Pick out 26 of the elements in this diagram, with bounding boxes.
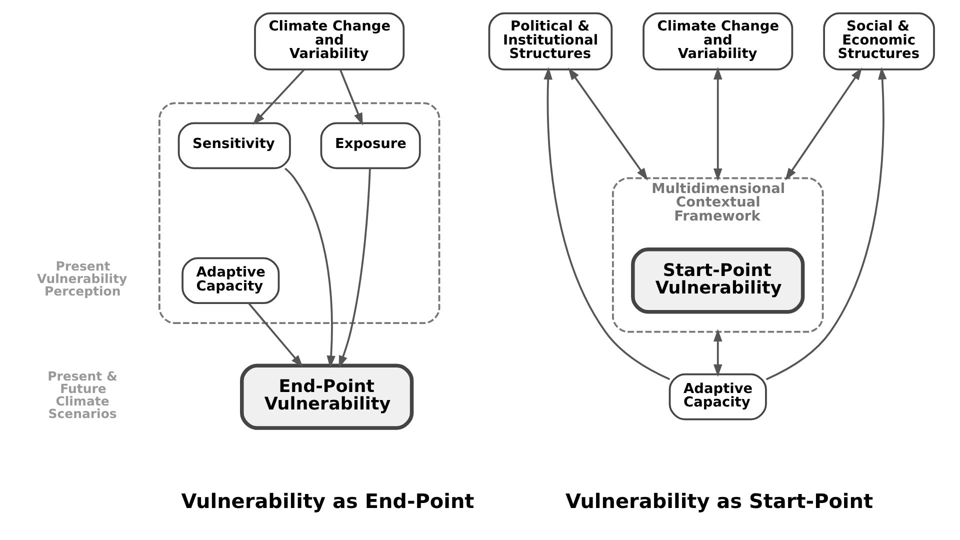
node-box: Climate Change and Variability bbox=[254, 12, 404, 70]
node-box: End-Point Vulnerability bbox=[240, 364, 414, 430]
arrow bbox=[543, 67, 670, 380]
arrow bbox=[338, 168, 370, 368]
node-box: Adaptive Capacity bbox=[181, 257, 280, 304]
label: Present Vulnerability Perception bbox=[36, 258, 127, 299]
node-box: Political & Institutional Structures bbox=[488, 12, 612, 70]
cluster bbox=[158, 102, 440, 324]
label: Vulnerability as End-Point bbox=[180, 488, 474, 513]
arrow bbox=[712, 66, 722, 182]
arrow bbox=[284, 168, 335, 368]
arrow bbox=[784, 67, 862, 181]
label: Vulnerability as Start-Point bbox=[564, 488, 873, 513]
node-box: Sensitivity bbox=[177, 122, 290, 170]
arrow bbox=[252, 69, 304, 125]
node-box: Social & Economic Structures bbox=[822, 12, 934, 70]
node-box: Adaptive Capacity bbox=[668, 373, 766, 420]
arrow bbox=[712, 329, 722, 377]
arrow bbox=[568, 67, 648, 180]
node-box: Climate Change and Variability bbox=[642, 12, 793, 70]
node-box: Exposure bbox=[320, 122, 420, 170]
arrow bbox=[765, 66, 886, 380]
arrow bbox=[248, 302, 303, 368]
node-box: Start-Point Vulnerability bbox=[630, 248, 804, 314]
arrow bbox=[339, 70, 362, 126]
label: Present & Future Climate Scenarios bbox=[47, 368, 117, 422]
